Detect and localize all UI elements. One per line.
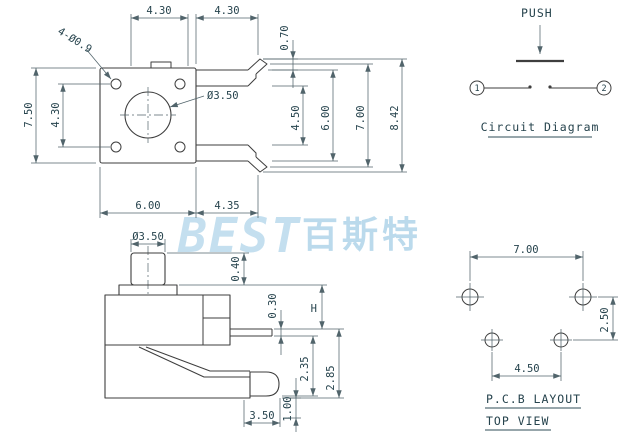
center-dia-callout: Ø3.50 <box>207 90 239 102</box>
dim-label: 0.40 <box>230 256 242 281</box>
push-label: PUSH <box>521 6 553 20</box>
pin-bottom-crimp <box>247 144 268 173</box>
pin-bottom <box>196 144 248 162</box>
dim-label: 4.35 <box>214 200 239 212</box>
dim-350: 3.50 <box>243 398 281 427</box>
dim-label: 8.42 <box>389 105 401 130</box>
dim-label: 2.85 <box>325 365 337 390</box>
side-bracket <box>104 344 251 399</box>
watermark-cjk: 百斯特 <box>302 215 422 256</box>
dim-100: 1.00 <box>282 378 301 432</box>
dim-button-dia: Ø3.50 <box>130 231 166 252</box>
pin-top <box>196 69 248 87</box>
terminal-1-label: 1 <box>474 84 479 94</box>
dim-top-right-430: 4.30 <box>195 5 259 64</box>
terminal-2-label: 2 <box>601 84 606 94</box>
pcb-caption-line2: TOP VIEW <box>486 414 549 428</box>
pcb-layout: 7.00 2.50 4.50 P.C.B LAYOUT TOP VIEW <box>456 244 618 431</box>
dim-700: 7.00 <box>270 63 373 168</box>
dim-label: 4.30 <box>50 102 62 127</box>
watermark-latin: BEST <box>177 208 302 264</box>
dim-750: 7.50 <box>23 67 96 164</box>
pcb-holes <box>456 283 597 351</box>
dim-label: 6.00 <box>135 200 160 212</box>
dim-label: 4.30 <box>146 5 171 17</box>
dim-label: 4.30 <box>214 5 239 17</box>
dim-label: 3.50 <box>249 410 274 422</box>
dim-030: 0.30 <box>267 293 344 355</box>
dim-label: 6.00 <box>320 105 332 130</box>
watermark: BEST 百斯特 <box>177 208 422 264</box>
contact-point-right <box>548 85 552 89</box>
pcb-captions: P.C.B LAYOUT TOP VIEW <box>485 392 581 431</box>
terminal-1-circle <box>469 80 485 96</box>
dim-h: H <box>179 284 327 330</box>
dim-label: 4.50 <box>290 105 302 130</box>
dim-pcb-700: 7.00 <box>469 244 584 281</box>
corner-hole-bottom-right <box>174 141 186 153</box>
top-view: 4.30 4.30 0.70 4-Ø0.9 7.50 4.30 <box>23 5 407 218</box>
side-view: Ø3.50 0.40 H 0.30 2.35 2.85 <box>104 231 344 432</box>
contact-point-left <box>528 85 532 89</box>
dim-label: H <box>311 303 317 315</box>
dim-label: 4.50 <box>514 363 539 375</box>
dim-label: 0.30 <box>267 293 279 318</box>
corner-hole-top-right <box>174 78 186 90</box>
dim-label: 7.00 <box>513 244 538 256</box>
pcb-caption-line1: P.C.B LAYOUT <box>486 392 581 406</box>
dim-label: Ø3.50 <box>132 231 164 243</box>
circuit-caption: Circuit Diagram <box>481 120 600 134</box>
terminal-2-circle <box>596 80 612 96</box>
spring-lever <box>138 346 250 378</box>
actuator-circle <box>124 91 172 139</box>
dim-040: 0.40 <box>167 252 249 286</box>
dim-600-bottom: 6.00 <box>99 167 197 218</box>
corner-hole-bottom-left <box>110 141 122 153</box>
circuit-diagram: PUSH 1 2 Circuit Diagram <box>469 6 612 138</box>
side-terminal-pin <box>230 328 273 337</box>
center-lines <box>120 87 176 143</box>
switch-body-outline <box>99 67 197 164</box>
dim-235: 2.35 <box>282 335 318 397</box>
dim-435: 4.35 <box>195 175 259 218</box>
dim-label: 0.70 <box>279 25 291 50</box>
label-center-dia: Ø3.50 <box>169 90 239 108</box>
dim-070: 0.70 <box>263 25 298 88</box>
dim-top-left-430: 4.30 <box>130 5 189 66</box>
top-view-body <box>99 61 197 164</box>
dim-450: 4.50 <box>272 85 308 146</box>
dim-label: 2.50 <box>599 307 611 332</box>
label-corner-holes: 4-Ø0.9 <box>55 25 112 80</box>
dim-600-right: 6.00 <box>272 69 338 162</box>
pin-top-crimp <box>247 58 268 87</box>
body-top-tab <box>150 61 172 68</box>
dim-pcb-450: 4.50 <box>491 352 562 381</box>
dim-label: 7.50 <box>23 102 35 127</box>
dim-842: 8.42 <box>263 58 407 173</box>
corner-hole-top-left <box>110 78 122 90</box>
side-body <box>104 294 231 346</box>
mounting-foot <box>249 371 280 397</box>
holes-callout: 4-Ø0.9 <box>55 25 94 55</box>
side-body-inner-lines <box>202 295 230 345</box>
dim-label: 2.35 <box>299 356 311 381</box>
dim-pcb-250: 2.50 <box>573 296 618 341</box>
dim-label: 7.00 <box>355 105 367 130</box>
top-view-pins <box>196 58 268 173</box>
dim-label: 1.00 <box>282 396 294 421</box>
dim-left-430: 4.30 <box>50 83 110 148</box>
